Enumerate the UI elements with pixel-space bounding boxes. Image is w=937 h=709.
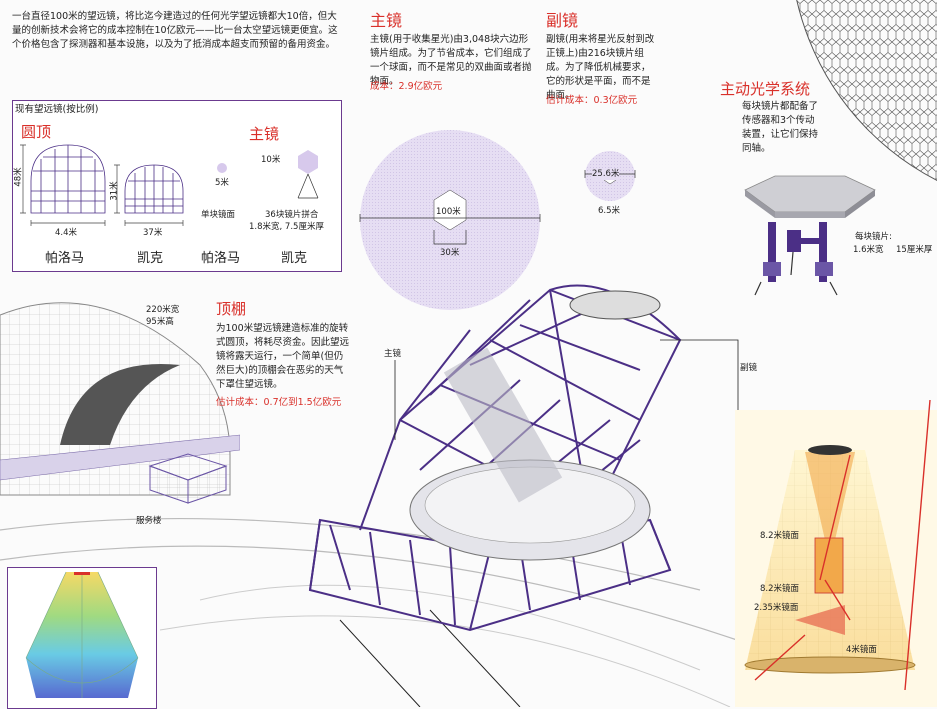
mirror-heading: 主镜: [249, 125, 280, 143]
roof-heading: 顶棚: [216, 300, 247, 318]
segmented-label-2: 1.8米宽, 7.5厘米厚: [249, 222, 324, 232]
enclosure-dome: [0, 302, 240, 496]
dome-wireframes: [20, 144, 184, 226]
mirror-icons: [217, 150, 319, 199]
palomar-label-2: 帕洛马: [201, 251, 241, 266]
optics-beam-inset: [735, 399, 937, 707]
keck-label-2: 凯克: [281, 251, 308, 266]
primary-cost: 成本：2.9亿欧元: [370, 81, 443, 92]
segment-width: 1.6米宽: [853, 245, 884, 255]
dome-size-width: 220米宽: [146, 305, 180, 315]
hex-pattern-arc: [790, 0, 937, 200]
service-building-label: 服务楼: [136, 516, 162, 526]
actuator-segment: [744, 175, 876, 296]
palomar-label: 帕洛马: [45, 251, 85, 266]
thermal-model-inset: [7, 567, 157, 709]
dome-heading: 圆顶: [21, 123, 52, 141]
primary-heading: 主镜: [370, 11, 403, 30]
optics-m2: 8.2米镜面: [760, 584, 800, 594]
dome-size-height: 95米高: [146, 317, 174, 327]
thermal-model-graphic: [25, 571, 139, 698]
primary-mirror-disc: [359, 130, 541, 310]
scale-title: 现有望远镜(按比例): [15, 104, 99, 115]
active-text: 每块镜片都配备了传感器和3个传动装置，让它们保持同轴。: [742, 101, 819, 154]
secondary-cost: 估计成本：0.3亿欧元: [546, 95, 638, 106]
active-heading: 主动光学系统: [720, 80, 811, 98]
service-building: [148, 453, 228, 504]
roof-cost: 估计成本：0.7亿到1.5亿欧元: [216, 397, 342, 408]
segment-thickness: 15厘米厚: [896, 245, 933, 255]
optics-m4: 4米镜面: [846, 645, 877, 655]
intro-text: 一台直径100米的望远镜，将比迄今建造过的任何光学望远镜都大10倍，但大量的创新…: [12, 11, 338, 50]
primary-diameter: 100米: [436, 207, 461, 217]
optics-m1: 8.2米镜面: [760, 531, 800, 541]
dome-palomar-width: 4.4米: [55, 228, 78, 238]
dome-keck-width: 37米: [143, 228, 163, 238]
telescope-structure: [308, 284, 682, 632]
secondary-heading: 副镜: [546, 11, 579, 30]
primary-text: 主镜(用于收集星光)由3,048块六边形镜片组成。为了节省成本，它们组成了一个球…: [370, 34, 532, 87]
keck-label: 凯克: [137, 251, 164, 266]
mirror-keck-size: 10米: [261, 155, 281, 165]
primary-hole: 30米: [440, 248, 460, 258]
roof-text: 为100米望远镜建造标准的旋转式圆顶，将耗尽资金。因此望远镜将露天运行，一个简单…: [216, 323, 350, 390]
mirror-palomar-size: 5米: [215, 178, 229, 188]
secondary-hole: 6.5米: [598, 206, 621, 216]
segment-label: 每块镜片:: [855, 232, 892, 242]
callout-secondary: 副镜: [740, 363, 758, 373]
scale-comparison-panel: 现有望远镜(按比例) 圆顶 主镜 48米 31米 4.4米 37米 帕洛马 凯克…: [12, 100, 342, 272]
optics-m3: 2.35米镜面: [754, 603, 799, 613]
secondary-diameter: 25.6米: [592, 168, 620, 180]
secondary-text: 副镜(用来将星光反射到改正镜上)由216块镜片组成。为了降低机械要求，它的形状是…: [546, 34, 655, 101]
callout-primary: 主镜: [384, 349, 402, 359]
single-mirror-label: 单块镜面: [201, 210, 236, 220]
segmented-label-1: 36块镜片拼合: [265, 210, 319, 220]
